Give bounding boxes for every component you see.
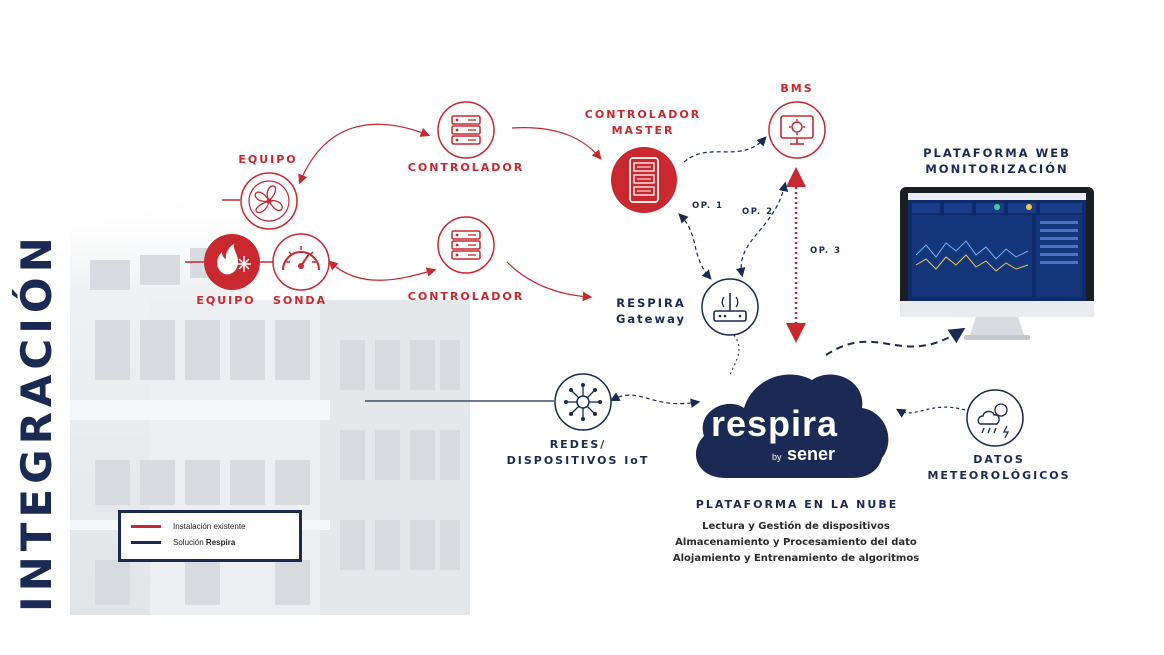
label-equipo-heat: EQUIPO bbox=[196, 293, 255, 309]
label-op1: OP. 1 bbox=[692, 201, 724, 211]
label-controlador-master: CONTROLADOR MASTER bbox=[585, 107, 701, 139]
weather-icon bbox=[965, 388, 1025, 448]
cloud-brand: respira bbox=[711, 403, 838, 445]
label-equipo-fan: EQUIPO bbox=[238, 152, 297, 168]
fire-snowflake-icon bbox=[202, 232, 262, 292]
cloud-by: by bbox=[772, 452, 782, 462]
legend-solution-prefix: Solución bbox=[173, 538, 206, 547]
cloud-feature-2: Almacenamiento y Procesamiento del dato bbox=[673, 535, 919, 551]
label-redes: REDES/ DISPOSITIVOS IoT bbox=[507, 437, 650, 469]
label-controlador-bottom: CONTROLADOR bbox=[408, 289, 524, 305]
label-gateway-line1: RESPIRA bbox=[616, 295, 686, 311]
label-controlador-master-line1: CONTROLADOR bbox=[585, 107, 701, 123]
cloud-feature-1: Lectura y Gestión de dispositivos bbox=[673, 519, 919, 535]
label-plataforma-nube: PLATAFORMA EN LA NUBE bbox=[696, 497, 898, 513]
cloud-sener: sener bbox=[787, 444, 835, 465]
monitor-icon bbox=[898, 185, 1098, 345]
server-icon bbox=[436, 215, 496, 275]
bms-monitor-icon bbox=[767, 100, 827, 160]
label-redes-line1: REDES/ bbox=[507, 437, 650, 453]
label-meteo-line1: DATOS bbox=[927, 452, 1070, 468]
legend-existing-swatch bbox=[131, 525, 161, 528]
label-respira-gateway: RESPIRA Gateway bbox=[616, 295, 686, 327]
fan-icon bbox=[239, 171, 299, 231]
label-controlador-master-line2: MASTER bbox=[585, 123, 701, 139]
legend-solution-brand: Respira bbox=[206, 538, 235, 547]
iot-network-icon bbox=[553, 372, 613, 432]
router-icon bbox=[700, 277, 760, 337]
label-bms: BMS bbox=[780, 81, 813, 97]
label-op2: OP. 2 bbox=[742, 207, 774, 217]
label-datos-meteo: DATOS METEOROLÓGICOS bbox=[927, 452, 1070, 484]
label-web-line2: MONITORIZACIÓN bbox=[923, 161, 1071, 177]
label-plataforma-web: PLATAFORMA WEB MONITORIZACIÓN bbox=[923, 145, 1071, 177]
label-web-line1: PLATAFORMA WEB bbox=[923, 145, 1071, 161]
label-op3: OP. 3 bbox=[810, 246, 842, 256]
legend-existing: Instalación existente bbox=[131, 522, 246, 531]
label-redes-line2: DISPOSITIVOS IoT bbox=[507, 453, 650, 469]
server-icon bbox=[436, 100, 496, 160]
label-sonda: SONDA bbox=[273, 293, 327, 309]
legend: Instalación existente Solución Respira bbox=[118, 510, 302, 562]
page-title: INTEGRACIÓN bbox=[12, 232, 61, 612]
server-rack-icon bbox=[608, 144, 680, 216]
legend-existing-label: Instalación existente bbox=[173, 522, 246, 531]
legend-solution-swatch bbox=[131, 541, 161, 544]
label-controlador-top: CONTROLADOR bbox=[408, 160, 524, 176]
label-meteo-line2: METEOROLÓGICOS bbox=[927, 468, 1070, 484]
cloud-feature-3: Alojamiento y Entrenamiento de algoritmo… bbox=[673, 551, 919, 567]
cloud-features: Lectura y Gestión de dispositivos Almace… bbox=[673, 519, 919, 567]
gauge-icon bbox=[271, 232, 331, 292]
label-gateway-line2: Gateway bbox=[616, 311, 686, 327]
legend-solution: Solución Respira bbox=[131, 538, 235, 547]
